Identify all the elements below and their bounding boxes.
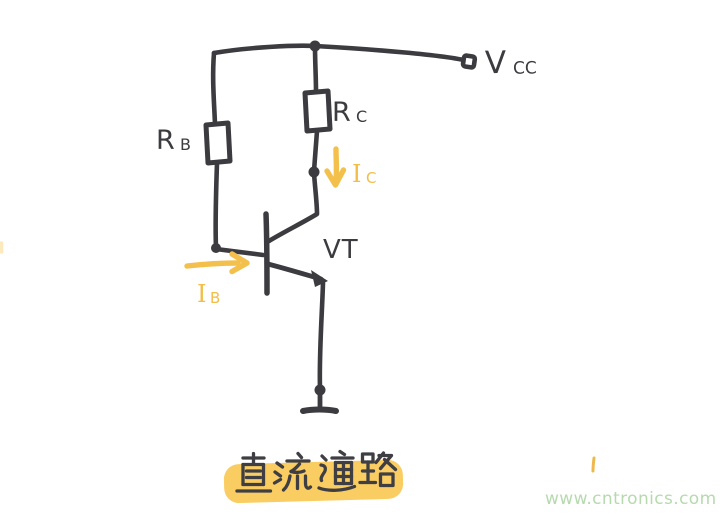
vcc-terminal xyxy=(460,53,478,70)
wire-rb-bottom xyxy=(213,160,220,251)
wire-rc-top xyxy=(312,44,319,95)
wire-rb-top xyxy=(210,50,218,127)
rb-label: R B xyxy=(156,125,191,156)
resistor-rc xyxy=(302,88,333,134)
ib-current-label: I B xyxy=(197,280,220,308)
resistor-rb xyxy=(203,120,233,166)
junction-dot-top xyxy=(309,40,321,52)
wire-emitter xyxy=(317,280,326,391)
watermark: www.cntronics.com xyxy=(545,489,717,509)
caption-glyphs xyxy=(235,449,398,493)
ic-current-label: I C xyxy=(352,160,376,188)
vcc-label: V CC xyxy=(485,44,537,81)
stray-highlight-mark xyxy=(591,456,596,473)
caption-char-tong xyxy=(317,449,357,492)
wire-base xyxy=(213,246,266,258)
caption-char-lu xyxy=(358,451,398,488)
rc-label: R C xyxy=(332,97,367,128)
ground-symbol xyxy=(300,389,339,414)
caption-char-liu xyxy=(272,451,313,492)
caption-text: 直流通路 xyxy=(230,450,410,500)
junction-dot-base xyxy=(211,243,221,253)
emitter-arrowhead-icon xyxy=(311,270,328,287)
caption-char-zhi xyxy=(235,451,273,493)
ib-arrow xyxy=(184,251,250,275)
junction-dot-collector xyxy=(308,166,320,178)
wire-collector xyxy=(266,170,320,244)
wire-top-rail xyxy=(211,43,471,64)
ic-arrow xyxy=(324,146,347,188)
wire-rc-bottom xyxy=(311,128,320,174)
vt-label: VT xyxy=(323,235,359,265)
transistor-base-bar xyxy=(263,211,270,296)
transistor-vt xyxy=(263,211,328,296)
